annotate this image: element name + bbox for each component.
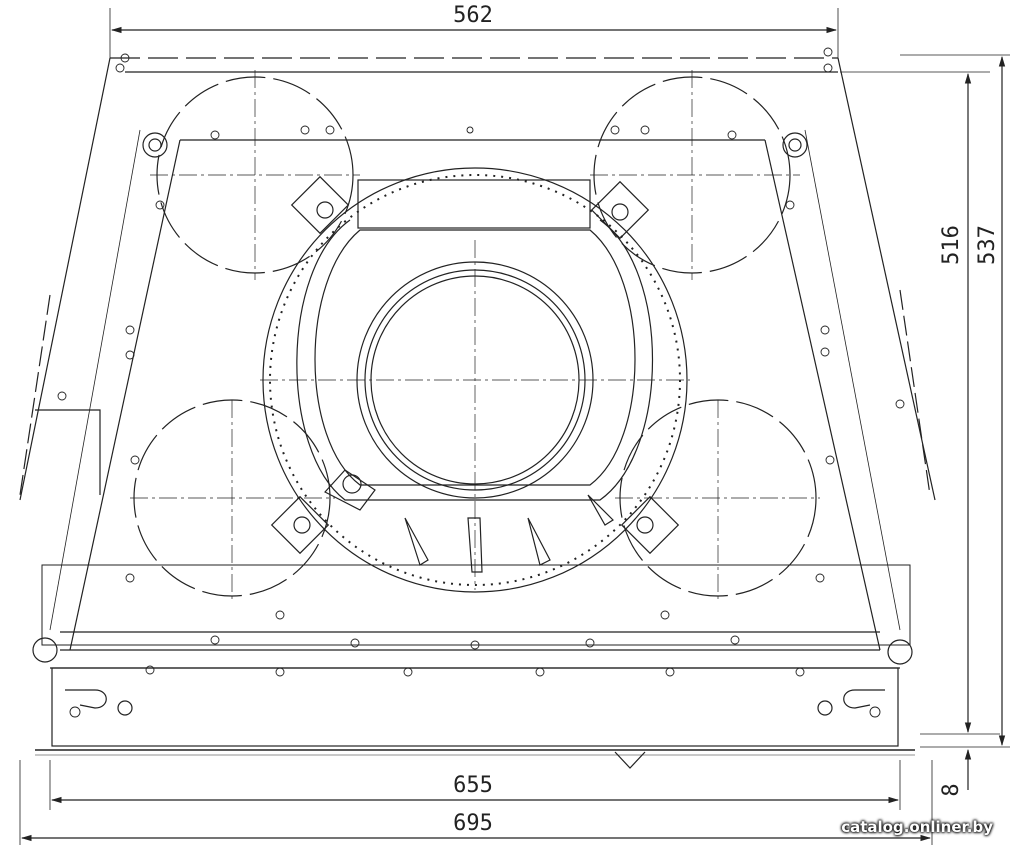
housing-outline: [19, 57, 936, 651]
dim-frame-width: 655: [453, 773, 493, 798]
dim-inner-height: 516: [939, 225, 964, 265]
dimension-lines: [19, 8, 1010, 845]
center-lines: [130, 70, 820, 600]
dim-top-width: 562: [453, 3, 493, 28]
mounting-brackets: [32, 132, 913, 665]
drum-fins: [404, 494, 614, 573]
watermark: catalog.onliner.by: [841, 818, 993, 836]
screws: [57, 47, 905, 718]
central-drum: [262, 167, 688, 593]
bottom-hooks: [65, 689, 885, 716]
base-frame: [35, 564, 915, 769]
dim-total-width: 695: [453, 811, 493, 836]
dim-outer-height: 537: [975, 225, 1000, 265]
dim-base-offset: 8: [939, 783, 964, 796]
